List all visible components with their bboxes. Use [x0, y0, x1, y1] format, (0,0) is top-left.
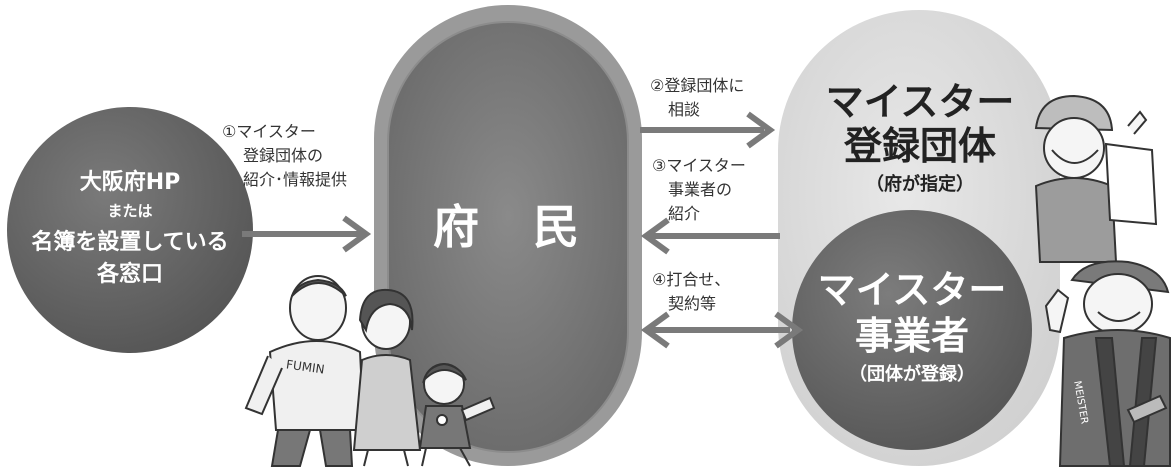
- meister-illustration: [1044, 260, 1171, 467]
- business-title-1: マイスター: [817, 268, 1007, 312]
- arrow-1: [242, 215, 372, 253]
- center-capsule: [387, 21, 629, 453]
- worker-illustration: [1034, 94, 1158, 263]
- source-line-2: または: [107, 202, 153, 220]
- group-title-2: 登録団体: [843, 124, 996, 168]
- arrow-1-label-line-1: ①マイスター: [222, 122, 316, 141]
- source-circle: [7, 107, 253, 353]
- arrow-3: [640, 217, 780, 255]
- arrow-2-label-line-2: 相談: [668, 100, 701, 119]
- business-circle: [792, 210, 1032, 450]
- arrow-4: [640, 311, 804, 349]
- arrow-4-label-line-1: ④打合せ、: [652, 270, 731, 289]
- business-title-2: 事業者: [854, 314, 969, 358]
- arrow-2: [640, 111, 776, 149]
- arrow-1-label-line-3: 紹介･情報提供: [243, 170, 348, 189]
- group-note: （府が指定）: [866, 174, 974, 195]
- family-illustration: [244, 275, 496, 467]
- business-note: （団体が登録）: [849, 364, 975, 385]
- source-line-4: 各窓口: [96, 262, 163, 287]
- arrow-1-label-line-2: 登録団体の: [243, 146, 324, 165]
- source-line-3: 名簿を設置している: [31, 230, 229, 255]
- arrow-2-label-line-1: ②登録団体に: [650, 76, 745, 95]
- center-label: 府 民: [433, 200, 583, 254]
- arrow-3-label-line-2: 事業者の: [668, 180, 733, 199]
- arrow-3-label-line-1: ③マイスター: [652, 156, 746, 175]
- source-line-1: 大阪府HP: [79, 170, 181, 195]
- group-title-1: マイスター: [825, 80, 1015, 124]
- arrow-3-label-line-3: 紹介: [668, 204, 701, 223]
- arrow-4-label-line-2: 契約等: [668, 294, 717, 313]
